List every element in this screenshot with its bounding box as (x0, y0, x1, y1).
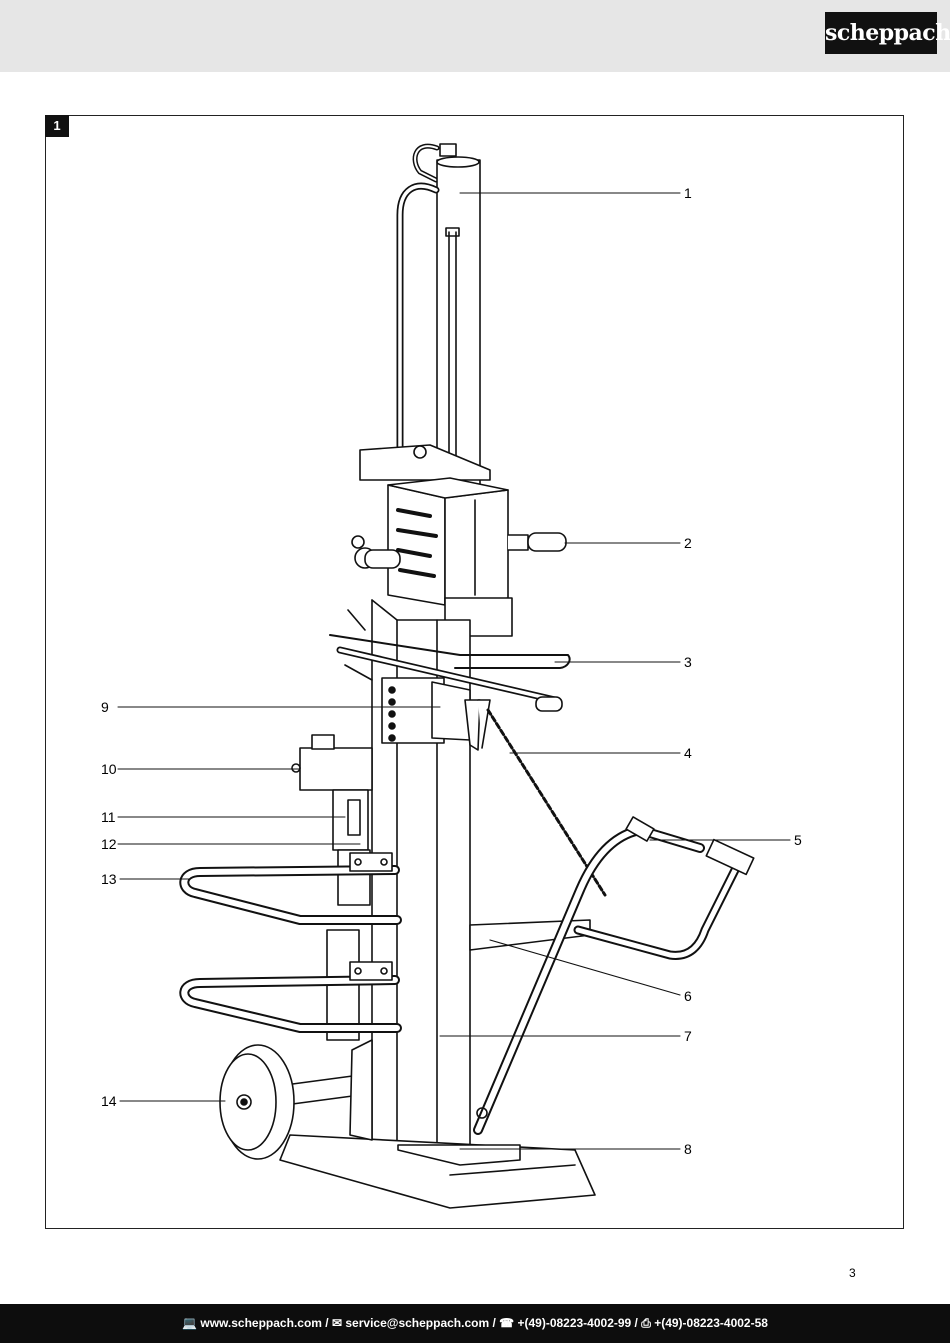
callout-6: 6 (684, 988, 692, 1004)
phone-number: +(49)-08223-4002-99 (517, 1316, 632, 1330)
callout-12: 12 (101, 836, 117, 852)
figure-number: 1 (45, 115, 69, 137)
callout-9: 9 (101, 699, 109, 715)
callout-11: 11 (101, 809, 116, 825)
fax-icon: ⎙ (641, 1316, 651, 1330)
callout-10: 10 (101, 761, 117, 777)
page-footer: 💻 www.scheppach.com / ✉ service@scheppac… (0, 1304, 950, 1343)
callout-4: 4 (684, 745, 692, 761)
email-link[interactable]: service@scheppach.com (345, 1316, 490, 1330)
callout-8: 8 (684, 1141, 692, 1157)
computer-icon: 💻 (182, 1316, 198, 1330)
footer-separator: / (631, 1316, 642, 1330)
page-header: scheppach (0, 0, 950, 72)
callout-14: 14 (101, 1093, 117, 1109)
phone-icon: ☎ (499, 1316, 515, 1330)
callout-1: 1 (684, 185, 692, 201)
callout-7: 7 (684, 1028, 692, 1044)
footer-separator: / (489, 1316, 500, 1330)
email-icon: ✉ (331, 1316, 343, 1330)
scheppach-logo: scheppach (825, 12, 950, 54)
figure-frame (45, 115, 904, 1229)
callout-13: 13 (101, 871, 117, 887)
website-link[interactable]: www.scheppach.com (200, 1316, 322, 1330)
fax-number: +(49)-08223-4002-58 (654, 1316, 768, 1330)
callout-2: 2 (684, 535, 692, 551)
footer-separator: / (321, 1316, 332, 1330)
callout-5: 5 (794, 832, 802, 848)
page-number: 3 (849, 1266, 856, 1280)
callout-3: 3 (684, 654, 692, 670)
